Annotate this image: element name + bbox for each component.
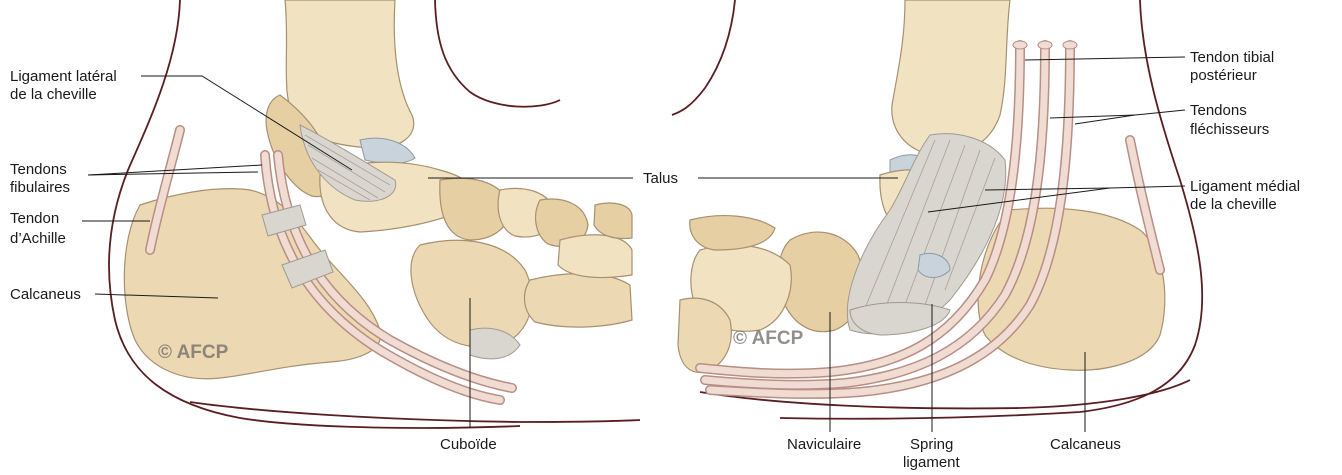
tendon-top-1 — [1013, 41, 1027, 49]
medial-skin-outline-front — [672, 0, 735, 115]
tendon-top-3 — [1063, 41, 1077, 49]
label-spring-2: ligament — [903, 454, 961, 471]
lateral-talar-cartilage — [360, 138, 415, 163]
label-ligament-lateral-2: de la cheville — [10, 86, 97, 103]
tendon-top-2 — [1038, 41, 1052, 49]
watermark-right: © AFCP — [733, 328, 804, 349]
label-calcaneus-right: Calcaneus — [1050, 436, 1121, 453]
label-ligament-lateral-1: Ligament latéral — [10, 68, 117, 85]
label-tendons-fibulaires-2: fibulaires — [10, 179, 70, 196]
label-cuboide: Cuboïde — [440, 436, 497, 453]
lateral-sole-outline — [190, 402, 640, 422]
label-tendons-flechisseurs-2: fléchisseurs — [1190, 121, 1269, 138]
medial-metatarsal — [678, 298, 731, 372]
label-ligament-medial-1: Ligament médial — [1190, 178, 1300, 195]
lateral-skin-outline-front — [435, 0, 560, 107]
label-talus: Talus — [643, 170, 678, 187]
lateral-ankle-illustration: © AFCP — [109, 0, 640, 428]
label-tendon-achille-1: Tendon — [10, 210, 59, 227]
spring-ligament — [850, 303, 950, 336]
label-calcaneus-left: Calcaneus — [10, 286, 81, 303]
lateral-metatarsal-1 — [525, 274, 632, 327]
label-tendon-tibial-2: postérieur — [1190, 67, 1257, 84]
watermark-left: © AFCP — [158, 342, 229, 363]
label-ligament-medial-2: de la cheville — [1190, 196, 1277, 213]
label-naviculaire: Naviculaire — [787, 436, 861, 453]
label-tendon-tibial-1: Tendon tibial — [1190, 49, 1274, 66]
lateral-metatarsal-3 — [594, 203, 632, 238]
lateral-metatarsal-2 — [558, 235, 632, 278]
medial-metatarsal-upper — [690, 216, 775, 250]
label-tendon-achille-2: d’Achille — [10, 230, 66, 247]
label-tendons-flechisseurs-1: Tendons — [1190, 102, 1247, 119]
medial-ankle-illustration: © AFCP — [672, 0, 1202, 419]
label-tendons-fibulaires-1: Tendons — [10, 161, 67, 178]
label-spring-1: Spring — [910, 436, 953, 453]
medial-tibia — [892, 0, 1010, 156]
